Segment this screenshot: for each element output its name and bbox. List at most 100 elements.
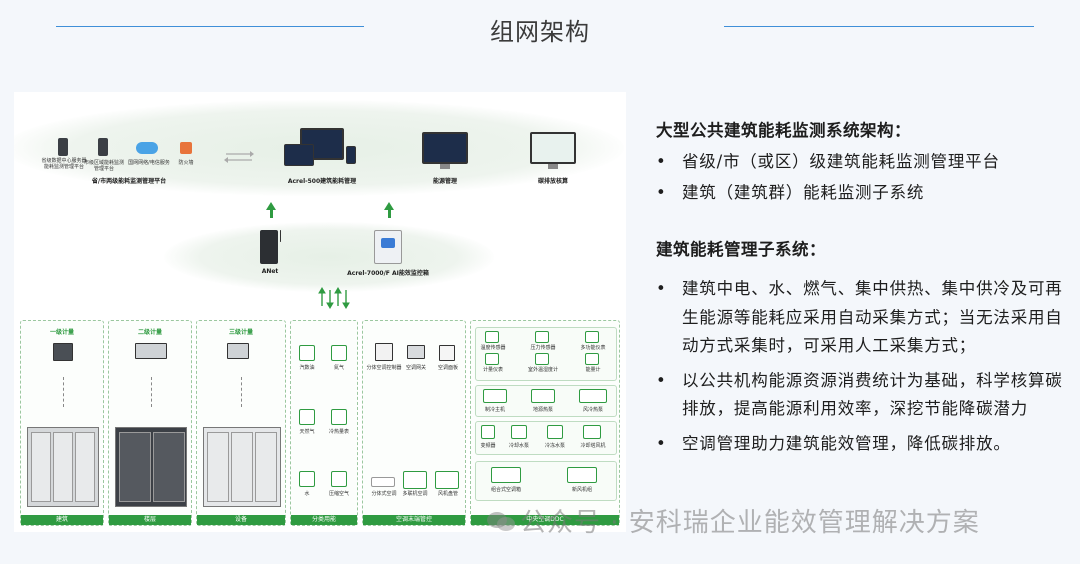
page-title: 组网架构 bbox=[490, 18, 590, 46]
antenna-icon bbox=[280, 230, 281, 242]
column-level1-metering: 一级计量 建筑 bbox=[20, 320, 104, 526]
ac-gateway-icon bbox=[407, 345, 425, 359]
energy-monitor-icon bbox=[422, 132, 468, 164]
water-meter-icon bbox=[299, 471, 315, 487]
vrf-ac-icon bbox=[403, 471, 427, 489]
hvac-plant-label: 新风机组 bbox=[571, 487, 592, 493]
gas-meter-icon bbox=[299, 345, 315, 361]
column-energy-types: 汽数油 氮气 天然气 冷热量表 水 压缩空气 分类用能 bbox=[290, 320, 358, 526]
natural-gas-meter-icon bbox=[299, 409, 315, 425]
uplink-arrow-stem bbox=[388, 210, 391, 218]
inverter-icon bbox=[481, 425, 495, 439]
city-platform-label: 市级区域能耗监测管理平台 bbox=[83, 160, 124, 172]
hvac-plant-label: 组合式空调箱 bbox=[490, 487, 521, 493]
laptop-icon bbox=[284, 144, 314, 166]
ac-panel-icon bbox=[439, 345, 455, 361]
wireless-meter-icon bbox=[227, 343, 249, 359]
cooling-tower-fan-icon bbox=[583, 425, 601, 439]
acrel500-label: Acrel-500建筑能耗管理 bbox=[287, 178, 357, 185]
air-cooled-heat-pump-icon bbox=[579, 389, 607, 403]
wechat-icon bbox=[487, 512, 515, 531]
hvac-sensor-label: 多功能仪表 bbox=[580, 345, 606, 351]
hvac-terminal-label: 分体空调控制器 bbox=[366, 365, 402, 371]
energy-management-label: 能源管理 bbox=[432, 178, 457, 185]
column-foot: 分类用能 bbox=[291, 515, 357, 525]
section2-title: 建筑能耗管理子系统： bbox=[656, 240, 826, 259]
column-level2-metering: 二级计量 楼层 bbox=[108, 320, 192, 526]
acrel7000-label: Acrel-7000/F AI能效监控箱 bbox=[347, 270, 429, 277]
hvac-plant-label: 制冷主机 bbox=[484, 407, 505, 413]
description-text: 大型公共建筑能耗监测系统架构： • 省级/市（或区）级建筑能耗监测管理平台 • … bbox=[656, 118, 1076, 458]
server-label: 省级数据中心服务器 bbox=[41, 158, 87, 164]
fresh-air-unit-icon bbox=[567, 467, 597, 483]
bullet-icon: • bbox=[656, 279, 667, 298]
watermark-text: 公众号 · 安科瑞企业能效管理解决方案 bbox=[520, 508, 980, 538]
column-head: 二级计量 bbox=[137, 329, 162, 336]
server-icon bbox=[58, 138, 68, 156]
hvac-terminal-label: 空调网关 bbox=[405, 365, 426, 371]
hvac-terminal-label: 分体式空调 bbox=[371, 491, 397, 497]
ac-controller-icon bbox=[375, 343, 393, 361]
column-level3-metering: 三级计量 设备 bbox=[196, 320, 286, 526]
bullet-icon: • bbox=[656, 152, 667, 171]
connection-line bbox=[151, 377, 152, 407]
carbon-accounting-label: 碳排放核算 bbox=[537, 178, 568, 185]
chiller-icon bbox=[483, 389, 507, 403]
firewall-label: 防火墙 bbox=[178, 160, 194, 166]
server-icon bbox=[98, 138, 108, 156]
cooling-water-pump-icon bbox=[511, 425, 527, 439]
monitor-stand bbox=[440, 164, 450, 169]
hvac-plant-label: 地源热泵 bbox=[532, 407, 553, 413]
network-architecture-diagram: 省级数据中心服务器 能耗监测管理平台 市级区域能耗监测管理平台 国网网络/电信服… bbox=[14, 92, 626, 532]
energy-type-label: 水 bbox=[304, 491, 310, 497]
heat-meter-icon bbox=[331, 409, 347, 425]
temperature-sensor-icon bbox=[485, 331, 499, 343]
phone-icon bbox=[346, 146, 356, 164]
column-head: 一级计量 bbox=[49, 329, 74, 336]
compressed-air-meter-icon bbox=[331, 471, 347, 487]
section1-item: • 省级/市（或区）级建筑能耗监测管理平台 bbox=[656, 148, 1076, 177]
firewall-icon bbox=[180, 142, 192, 154]
connection-line bbox=[241, 377, 242, 407]
title-divider-left bbox=[56, 26, 364, 27]
column-head: 三级计量 bbox=[228, 329, 253, 336]
air-handling-unit-icon bbox=[491, 467, 521, 483]
bullet-icon: • bbox=[656, 370, 667, 390]
hvac-sensor-label: 计量仪表 bbox=[482, 367, 503, 373]
hvac-sensor-label: 室外温湿度计 bbox=[527, 367, 558, 373]
bullet-icon: • bbox=[656, 433, 667, 453]
uplink-arrow-icon bbox=[384, 202, 394, 210]
ground-source-heat-pump-icon bbox=[531, 389, 555, 403]
energy-type-label: 氮气 bbox=[333, 365, 344, 371]
hvac-plant-label: 风冷热泵 bbox=[582, 407, 603, 413]
hvac-terminal-label: 多联机空调 bbox=[402, 491, 428, 497]
anet-label: ANet bbox=[261, 268, 279, 275]
pressure-sensor-icon bbox=[535, 331, 549, 343]
outdoor-thermohygrometer-icon bbox=[535, 353, 549, 365]
hvac-plant-label: 变频器 bbox=[480, 443, 496, 449]
cloud-icon bbox=[136, 142, 158, 154]
hvac-sensor-label: 能量计 bbox=[585, 367, 601, 373]
hvac-terminal-label: 空调面板 bbox=[437, 365, 458, 371]
gateway-layer-ellipse bbox=[164, 222, 494, 292]
multifunction-meter-icon bbox=[585, 331, 599, 343]
section1-item: • 建筑（建筑群）能耗监测子系统 bbox=[656, 179, 1076, 208]
section2-item: • 空调管理助力建筑能效管理，降低碳排放。 bbox=[656, 430, 1076, 459]
bidirectional-arrow-icon bbox=[224, 151, 254, 163]
box-screen bbox=[381, 238, 395, 248]
connection-line bbox=[63, 377, 64, 407]
hvac-plant-label: 冷却塔风机 bbox=[580, 443, 606, 449]
hvac-sensor-label: 压力传感器 bbox=[530, 345, 556, 351]
metering-instrument-icon bbox=[485, 353, 499, 365]
hvac-sensor-label: 温度传感器 bbox=[480, 345, 506, 351]
column-hvac-terminal: 分体空调控制器 空调网关 空调面板 分体式空调 多联机空调 风机盘管 空调末端管… bbox=[362, 320, 466, 526]
column-foot: 中央空调DDC bbox=[471, 515, 619, 525]
power-meter-icon bbox=[53, 343, 73, 361]
section2-item: • 建筑中电、水、燃气、集中供热、集中供冷及可再生能源等能耗应采用自动采集方式；… bbox=[656, 275, 1076, 361]
energy-type-label: 汽数油 bbox=[299, 365, 315, 371]
section2-item: • 以公共机构能源资源消费统计为基础，科学核算碳排放，提高能源利用效率，深挖节能… bbox=[656, 367, 1076, 424]
column-foot: 建筑 bbox=[21, 515, 103, 525]
hvac-plant-label: 冷冻水泵 bbox=[544, 443, 565, 449]
bullet-icon: • bbox=[656, 182, 667, 202]
column-foot: 设备 bbox=[197, 515, 285, 525]
